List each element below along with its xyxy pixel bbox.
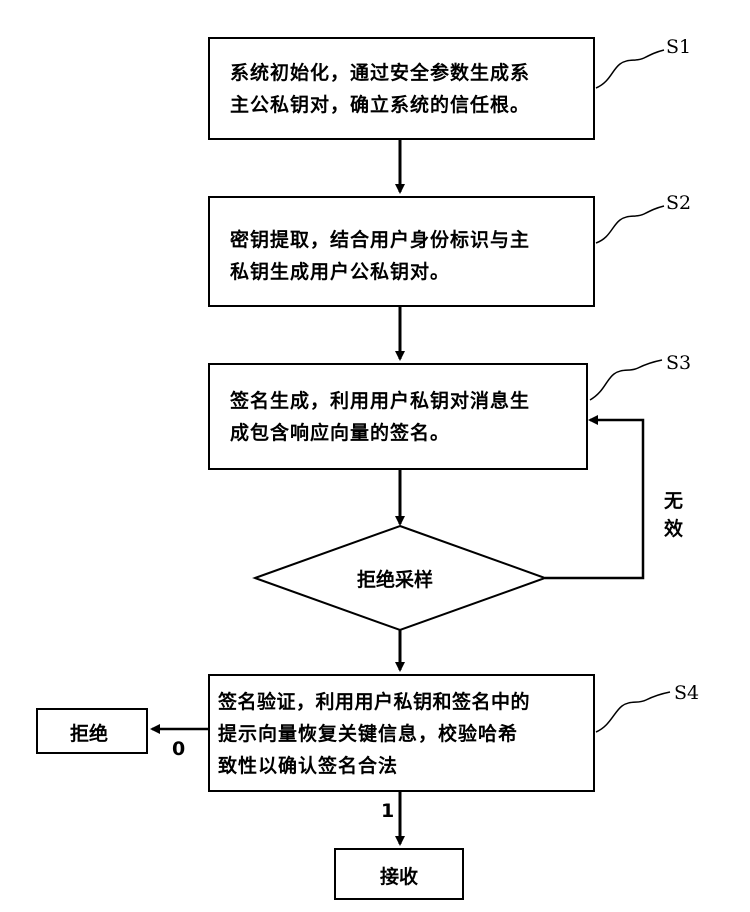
reject-box: 拒绝: [36, 708, 148, 754]
step-s3-tag: S3: [666, 352, 691, 374]
loop-label-invalid-2: 效: [664, 514, 683, 541]
reject-edge-label: 0: [172, 738, 185, 760]
accept-box: 接收: [334, 848, 464, 900]
decision-label: 拒绝采样: [357, 565, 433, 592]
loop-label-invalid-1: 无: [664, 486, 683, 513]
step-s2-tag: S2: [666, 192, 691, 214]
step-s2-line1: 密钥提取，结合用户身份标识与主: [230, 224, 530, 256]
step-s3-line2: 成包含响应向量的签名。: [230, 417, 450, 449]
step-s3-box: 签名生成，利用用户私钥对消息生 成包含响应向量的签名。: [208, 363, 588, 470]
step-s1-tag: S1: [666, 36, 691, 58]
step-s4-line3: 致性以确认签名合法: [218, 750, 398, 782]
s1-tag-leader: [596, 50, 664, 88]
step-s1-line1: 系统初始化，通过安全参数生成系: [230, 57, 530, 89]
accept-edge-label: 1: [381, 800, 394, 822]
reject-label: 拒绝: [70, 719, 108, 746]
step-s4-line2: 提示向量恢复关键信息，校验哈希: [218, 718, 518, 750]
step-s4-box: 签名验证，利用用户私钥和签名中的 提示向量恢复关键信息，校验哈希 致性以确认签名…: [208, 674, 595, 792]
s3-tag-leader: [590, 360, 662, 400]
step-s1-box: 系统初始化，通过安全参数生成系 主公私钥对，确立系统的信任根。: [208, 37, 595, 140]
s4-tag-leader: [596, 692, 670, 732]
step-s2-line2: 私钥生成用户公私钥对。: [230, 256, 450, 288]
step-s2-box: 密钥提取，结合用户身份标识与主 私钥生成用户公私钥对。: [208, 196, 595, 307]
s2-tag-leader: [596, 206, 664, 243]
step-s1-line2: 主公私钥对，确立系统的信任根。: [230, 89, 530, 121]
accept-label: 接收: [380, 862, 418, 889]
step-s4-tag: S4: [674, 682, 699, 704]
step-s3-line1: 签名生成，利用用户私钥对消息生: [230, 385, 530, 417]
step-s4-line1: 签名验证，利用用户私钥和签名中的: [218, 686, 530, 718]
